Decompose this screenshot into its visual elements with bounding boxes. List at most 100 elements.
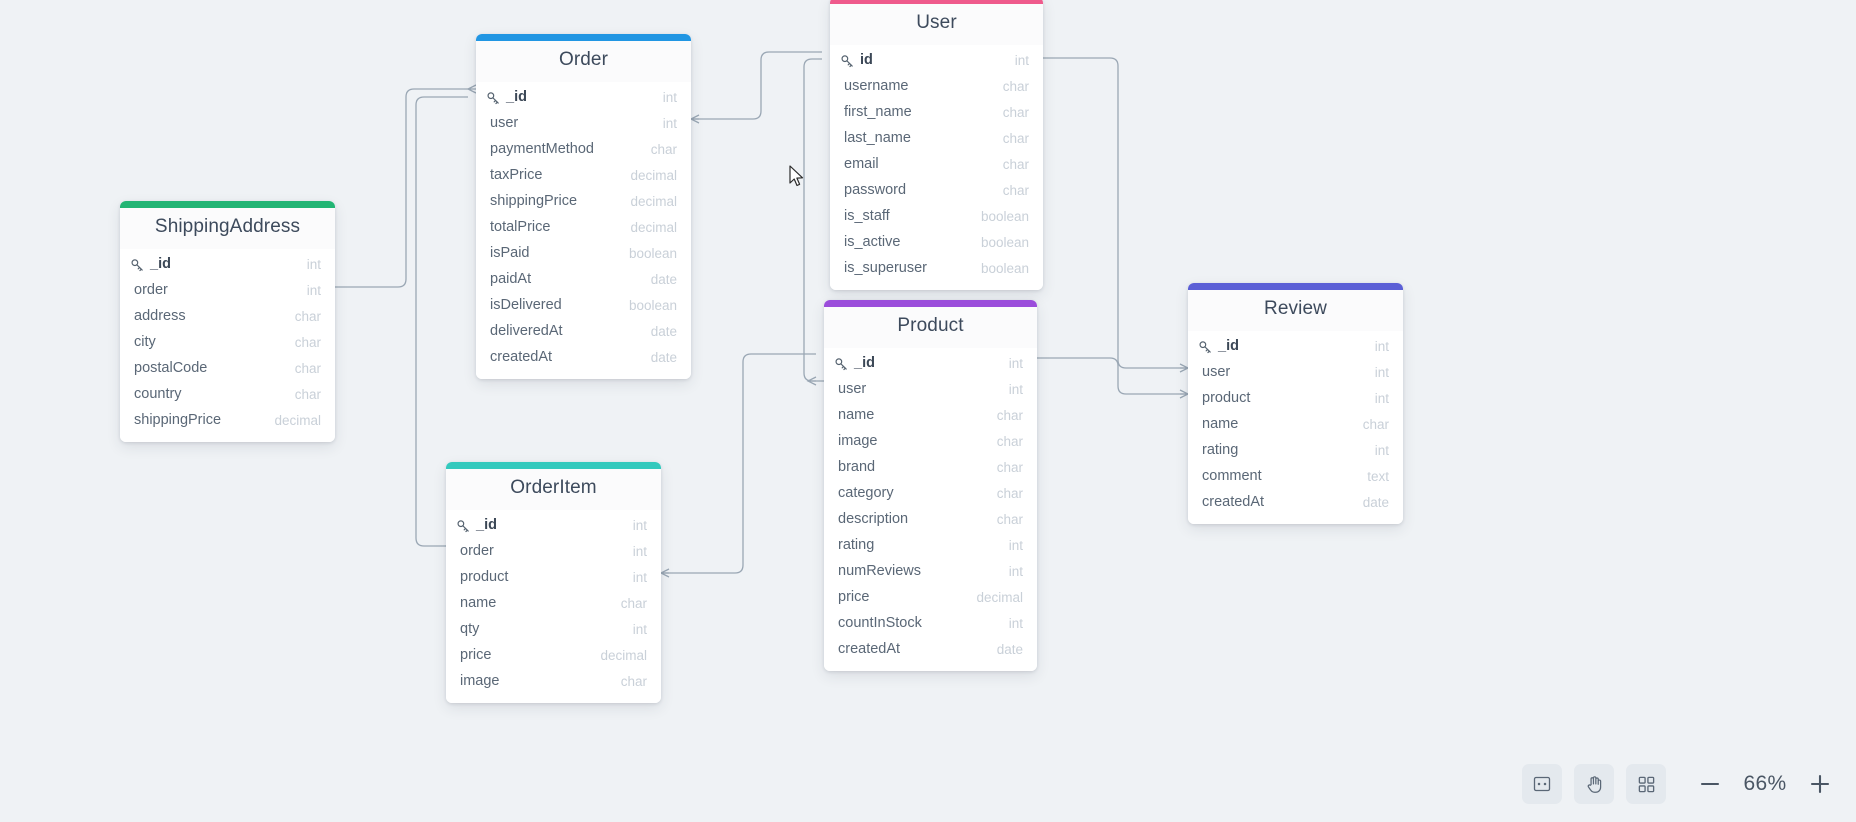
- field-name: paymentMethod: [490, 141, 594, 157]
- field-name: id: [860, 52, 873, 68]
- fit-view-icon: [1533, 776, 1551, 792]
- field-type: date: [996, 641, 1023, 657]
- field-type: char: [1002, 130, 1029, 146]
- field-name: name: [838, 407, 875, 423]
- zoom-in-button[interactable]: [1802, 766, 1838, 802]
- entity-accent-bar: [1188, 283, 1403, 290]
- field-name: price: [460, 647, 492, 663]
- field-name: _id: [476, 517, 497, 533]
- field-name: _id: [150, 256, 171, 272]
- field-name: price: [838, 589, 870, 605]
- fit-view-button[interactable]: [1522, 764, 1562, 804]
- field-name: description: [838, 511, 909, 527]
- entity-accent-bar: [476, 34, 691, 41]
- field-name: brand: [838, 459, 876, 475]
- field-type: char: [1362, 416, 1389, 432]
- edge-review-user: [1043, 57, 1188, 369]
- canvas-toolbar[interactable]: 66%: [1522, 764, 1838, 804]
- edge-shippingaddress-order: [335, 88, 468, 288]
- primary-key-icon: [131, 258, 143, 271]
- pan-tool-button[interactable]: [1574, 764, 1614, 804]
- zoom-out-button[interactable]: [1692, 766, 1728, 802]
- field-type: int: [662, 115, 677, 131]
- field-type: decimal: [630, 167, 677, 183]
- entity-field-row[interactable]: description char: [824, 506, 1037, 532]
- field-name: comment: [1202, 468, 1262, 484]
- zoom-controls[interactable]: 66%: [1692, 766, 1838, 802]
- field-type: char: [996, 511, 1023, 527]
- field-name: createdAt: [838, 641, 901, 657]
- zoom-level-label: 66%: [1743, 772, 1787, 795]
- entity-field-row[interactable]: createdAt date: [824, 636, 1037, 662]
- entity-title: Review: [1188, 290, 1403, 331]
- field-type: int: [1008, 615, 1023, 631]
- field-type: int: [1008, 537, 1023, 553]
- field-name: order: [460, 543, 494, 559]
- field-type: char: [294, 386, 321, 402]
- layout-grid-button[interactable]: [1626, 764, 1666, 804]
- field-name: rating: [1202, 442, 1239, 458]
- primary-key-icon: [457, 519, 469, 532]
